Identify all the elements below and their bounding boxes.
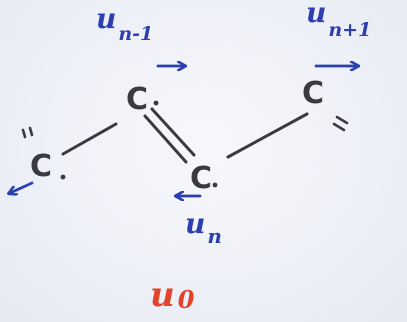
label-u-n-minus-1-subscript: n-1 [118, 23, 153, 45]
label-u-n-plus-1: un+1 [306, 0, 371, 41]
atom-c-middle: C [190, 161, 212, 196]
atom-c-right: C [302, 76, 324, 111]
label-u-n-subscript: n [207, 224, 222, 248]
radical-dot-left [60, 174, 66, 180]
arrow-left-lower [10, 181, 34, 193]
radical-dot-middle [212, 182, 218, 188]
lone-pair-left [21, 126, 34, 139]
label-u-n-base: u [185, 207, 205, 240]
lone-pair-right [332, 115, 349, 132]
label-u-n-plus-1-base: u [306, 0, 326, 29]
double-bond-line-1 [143, 114, 188, 164]
label-u-n-plus-1-subscript: n+1 [328, 19, 371, 41]
radical-dot-top [153, 100, 159, 106]
atom-c-top: C [126, 82, 148, 117]
label-u-0-base: u [150, 275, 175, 315]
label-u-n-minus-1-base: u [96, 2, 116, 35]
single-bond-right [226, 112, 309, 159]
label-u-0-subscript: 0 [178, 285, 195, 314]
single-bond-left [61, 122, 118, 156]
atom-c-left: C [30, 149, 52, 184]
double-bond-line-2 [150, 107, 196, 157]
